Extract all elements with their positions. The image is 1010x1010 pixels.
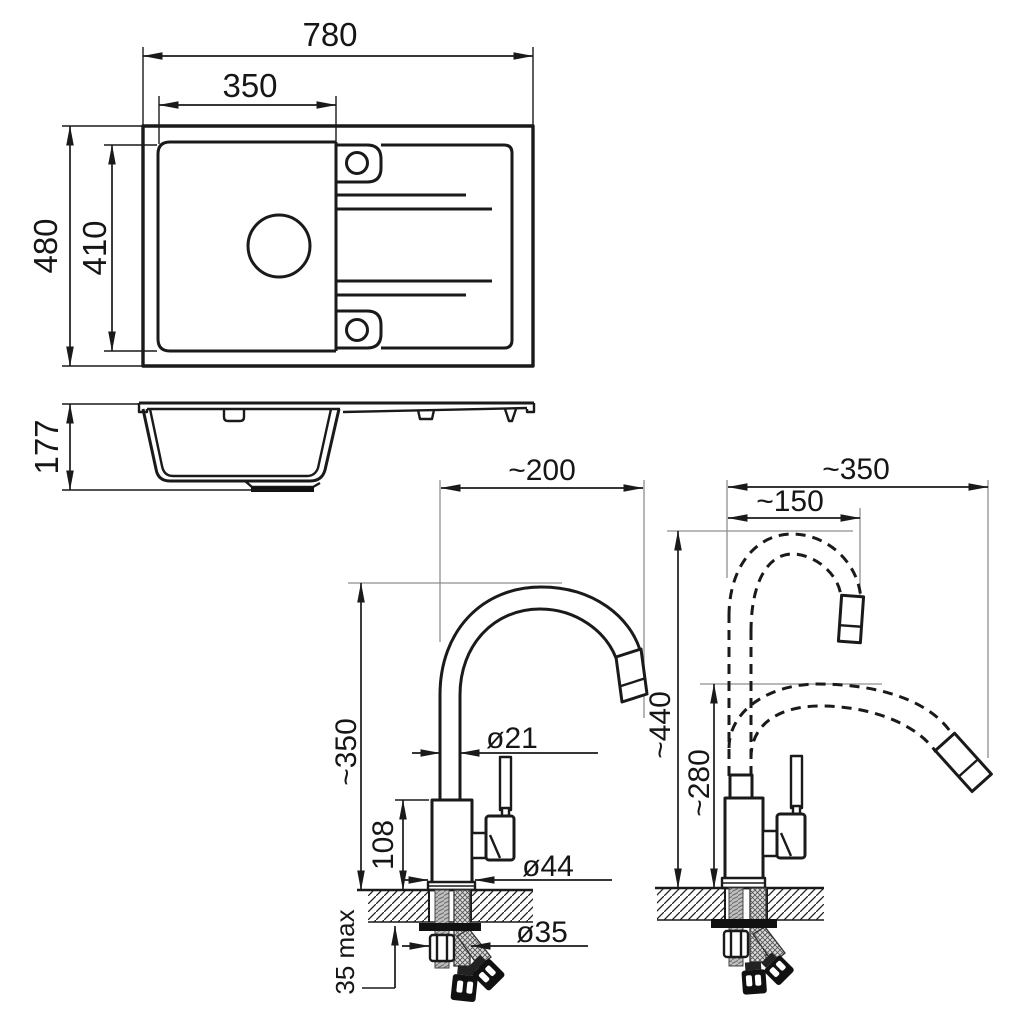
faucet-hole-top: [345, 151, 369, 175]
handle-lever: [498, 755, 513, 812]
drain-hole: [246, 213, 312, 279]
dim-label-350r: ~350: [822, 453, 890, 486]
flex-handle-lever: [789, 754, 804, 810]
drainboard-outline: [381, 143, 514, 350]
flex-spout-lower-position: [727, 682, 993, 794]
sink-outer-edge: [141, 124, 535, 368]
dim-label-480: 480: [27, 218, 64, 273]
dim-label-108: 108: [367, 820, 400, 870]
dim-label-d21: ø21: [486, 722, 538, 755]
mounting-nut: [428, 933, 456, 963]
faucet-hole-bottom: [345, 318, 369, 342]
flex-tip-lower: [933, 731, 993, 794]
spout-inner: [458, 607, 618, 800]
handle-grip: [484, 814, 516, 862]
flex-backing-washer: [711, 919, 777, 928]
dim-label-177: 177: [28, 419, 65, 474]
flex-tip-upper: [836, 593, 866, 645]
backing-washer: [419, 923, 481, 931]
spout-outer: [438, 585, 642, 800]
hose-connector-1: [450, 965, 478, 1002]
flex-hose-connector-2: [761, 952, 794, 986]
flex-countertop-section: [655, 886, 824, 921]
dim-label-350: 350: [222, 67, 277, 104]
mounting-clip-1: [222, 409, 246, 423]
spout-tip: [614, 647, 649, 704]
flex-handle-grip: [775, 812, 807, 860]
faucet-body: [430, 798, 474, 885]
sink-basin-outline: [156, 140, 336, 353]
sink-side-view: 177: [28, 401, 536, 492]
flex-spout-upper-position: [727, 532, 866, 776]
faucet-side-view: ~200 ~350 ø21 108 ø44: [330, 454, 649, 1002]
sink-top-view: 780 350 480 410: [27, 16, 535, 368]
dim-label-150: ~150: [756, 485, 824, 518]
bowl-profile-inner: [148, 408, 333, 478]
dim-label-780: 780: [302, 16, 357, 53]
dim-label-280: ~280: [683, 749, 716, 817]
dim-label-440: ~440: [644, 691, 677, 759]
bowl-profile-outer: [141, 408, 341, 483]
faucet-flex-view: ~350 ~150 ~440 ~280: [644, 453, 993, 995]
dim-label-d35: ø35: [516, 916, 568, 949]
dim-label-350h: ~350: [330, 718, 363, 786]
flex-faucet-neck: [728, 773, 754, 800]
faucet-deck-top: [336, 143, 383, 184]
flex-supply-hose-2: [752, 926, 786, 964]
mounting-clip-3: [503, 408, 518, 423]
mounting-clip-2: [416, 409, 436, 421]
dim-label-35max: 35 max: [330, 909, 360, 994]
mounting-hardware: [419, 889, 505, 1002]
hose-connector-2: [468, 954, 505, 991]
flex-hose-connector-1: [741, 961, 767, 995]
flex-faucet-body: [723, 796, 765, 882]
faucet-deck-bottom: [336, 309, 383, 350]
countertop-section: [357, 888, 533, 923]
flex-mounting-nut: [722, 929, 750, 959]
dim-label-410: 410: [76, 220, 113, 275]
dim-label-d44: ø44: [522, 850, 574, 883]
drainboard-underside: [342, 406, 528, 414]
flex-mounting-hardware: [711, 887, 794, 995]
dim-label-200: ~200: [508, 454, 576, 487]
drainboard-grooves: [337, 193, 492, 297]
